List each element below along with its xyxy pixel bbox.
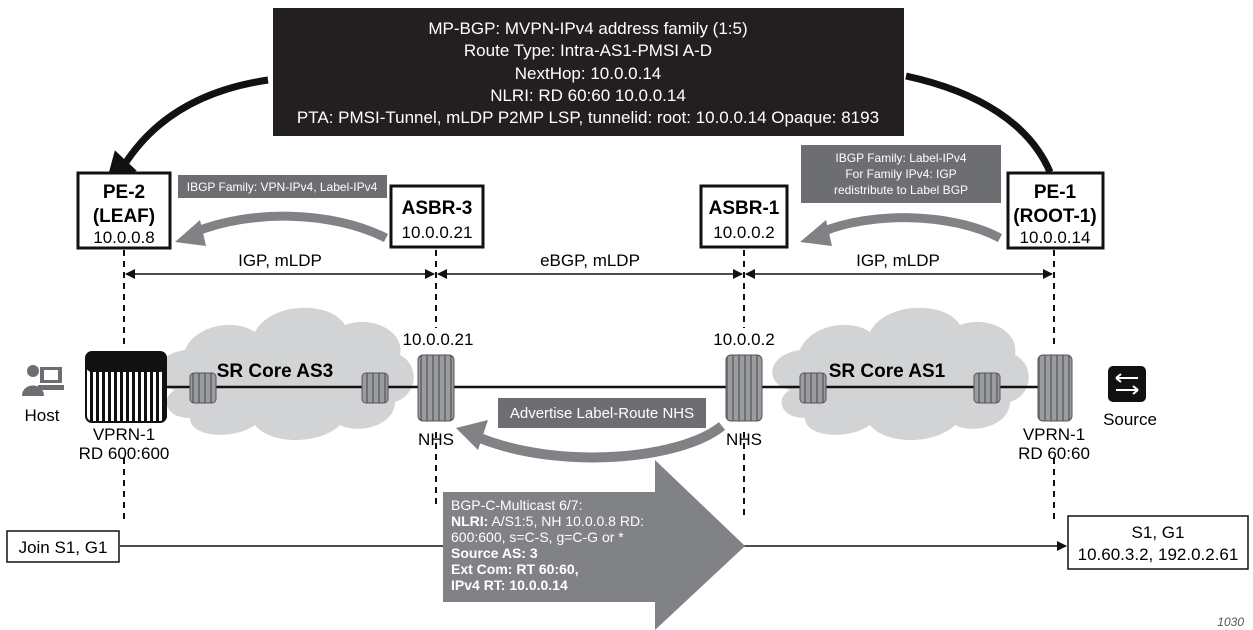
- header-line-1: MP-BGP: MVPN-IPv4 address family (1:5): [428, 19, 747, 38]
- cloud-left-label: SR Core AS3: [217, 361, 334, 382]
- bgp-source-as: Source AS: 3: [451, 545, 538, 561]
- pe2-title-2: (LEAF): [93, 206, 155, 227]
- router-asbr3: [417, 354, 455, 422]
- banner-advertise-text: Advertise Label-Route NHS: [510, 405, 694, 422]
- vprn-left-name: VPRN-1: [93, 425, 155, 444]
- asbr1-box: [699, 184, 789, 249]
- gray-arrow-advertise: [478, 422, 726, 463]
- pe2-box: [76, 171, 172, 250]
- nhs-left-label: NHS: [418, 430, 454, 449]
- figure-id: 1030: [1217, 615, 1244, 629]
- asbr3-router-ip: 10.0.0.21: [403, 330, 474, 349]
- nhs-right-label: NHS: [726, 430, 762, 449]
- cloud-right: [772, 307, 1029, 440]
- pe1-box: [1006, 171, 1105, 250]
- gray-arrow-left: [193, 211, 389, 243]
- header-line-2: Route Type: Intra-AS1-PMSI A-D: [464, 41, 712, 60]
- vprn-left-router: [85, 351, 167, 423]
- bgp-ext-com: Ext Com: RT 60:60,: [451, 561, 579, 577]
- gray-arrow-right: [820, 213, 1003, 243]
- gray-arrow-left-head: [175, 220, 206, 246]
- segment-right-label: IGP, mLDP: [856, 251, 940, 270]
- source-label: Source: [1103, 410, 1157, 429]
- pe1-title-1: PE-1: [1034, 182, 1077, 203]
- asbr3-ip: 10.0.0.21: [402, 223, 473, 242]
- target-box: [1067, 515, 1249, 570]
- banner-left: [178, 175, 387, 198]
- pe2-ip: 10.0.0.8: [93, 228, 154, 247]
- pe1-title-2: (ROOT-1): [1013, 206, 1096, 227]
- segment-left-label: IGP, mLDP: [238, 251, 322, 270]
- curve-arrow-right: [905, 72, 1054, 174]
- router-left-small-1: [189, 372, 217, 404]
- bgp-nlri-value-1: A/S1:5, NH 10.0.0.8 RD:: [488, 513, 644, 529]
- bgp-nlri-line-2: 600:600, s=C-S, g=C-G or *: [451, 529, 624, 545]
- asbr3-title: ASBR-3: [402, 198, 473, 219]
- banner-right-line-2: For Family IPv4: IGP: [845, 167, 956, 181]
- vprn-right-name: VPRN-1: [1023, 425, 1085, 444]
- curve-arrow-left: [116, 76, 269, 174]
- host-label: Host: [25, 406, 60, 425]
- header-line-4: NLRI: RD 60:60 10.0.0.14: [490, 86, 686, 105]
- header-line-5: PTA: PMSI-Tunnel, mLDP P2MP LSP, tunneli…: [297, 108, 879, 127]
- router-left-small-2: [361, 372, 389, 404]
- asbr1-title: ASBR-1: [709, 198, 780, 219]
- header-line-3: NextHop: 10.0.0.14: [515, 64, 661, 83]
- asbr1-router-ip: 10.0.0.2: [713, 330, 774, 349]
- bgp-arrow-title: BGP-C-Multicast 6/7:: [451, 497, 582, 513]
- pe2-title-1: PE-2: [103, 182, 145, 203]
- vprn-left-rd: RD 600:600: [79, 444, 170, 463]
- banner-advertise: [498, 398, 706, 428]
- bgp-nlri-label: NLRI:: [451, 513, 488, 529]
- router-asbr1: [725, 354, 763, 422]
- banner-right: [801, 145, 1001, 203]
- join-box: [6, 530, 120, 563]
- join-label: Join S1, G1: [19, 538, 108, 557]
- big-gray-arrow: [443, 460, 745, 630]
- source-icon: [1108, 366, 1146, 402]
- router-right-small-2: [973, 372, 1001, 404]
- target-line-2: 10.60.3.2, 192.0.2.61: [1078, 545, 1239, 564]
- segment-middle-label: eBGP, mLDP: [540, 251, 640, 270]
- banner-right-line-1: IBGP Family: Label-IPv4: [835, 151, 966, 165]
- cloud-right-label: SR Core AS1: [829, 361, 946, 382]
- asbr1-ip: 10.0.0.2: [713, 223, 774, 242]
- vprn-right-router: [1037, 354, 1073, 422]
- header-box: [273, 8, 904, 136]
- pe1-ip: 10.0.0.14: [1020, 228, 1091, 247]
- banner-right-line-3: redistribute to Label BGP: [834, 183, 968, 197]
- bgp-nlri-line-1: NLRI: A/S1:5, NH 10.0.0.8 RD:: [451, 513, 644, 529]
- host-icon: [22, 365, 64, 396]
- asbr3-box: [389, 184, 485, 249]
- router-right-small-1: [799, 372, 827, 404]
- bgp-ipv4-rt: IPv4 RT: 10.0.0.14: [451, 577, 568, 593]
- vprn-right-rd: RD 60:60: [1018, 444, 1090, 463]
- gray-arrow-advertise-head: [456, 420, 488, 450]
- target-line-1: S1, G1: [1132, 523, 1185, 542]
- cloud-left: [157, 307, 414, 440]
- gray-arrow-right-head: [800, 220, 832, 246]
- banner-left-text: IBGP Family: VPN-IPv4, Label-IPv4: [187, 180, 378, 194]
